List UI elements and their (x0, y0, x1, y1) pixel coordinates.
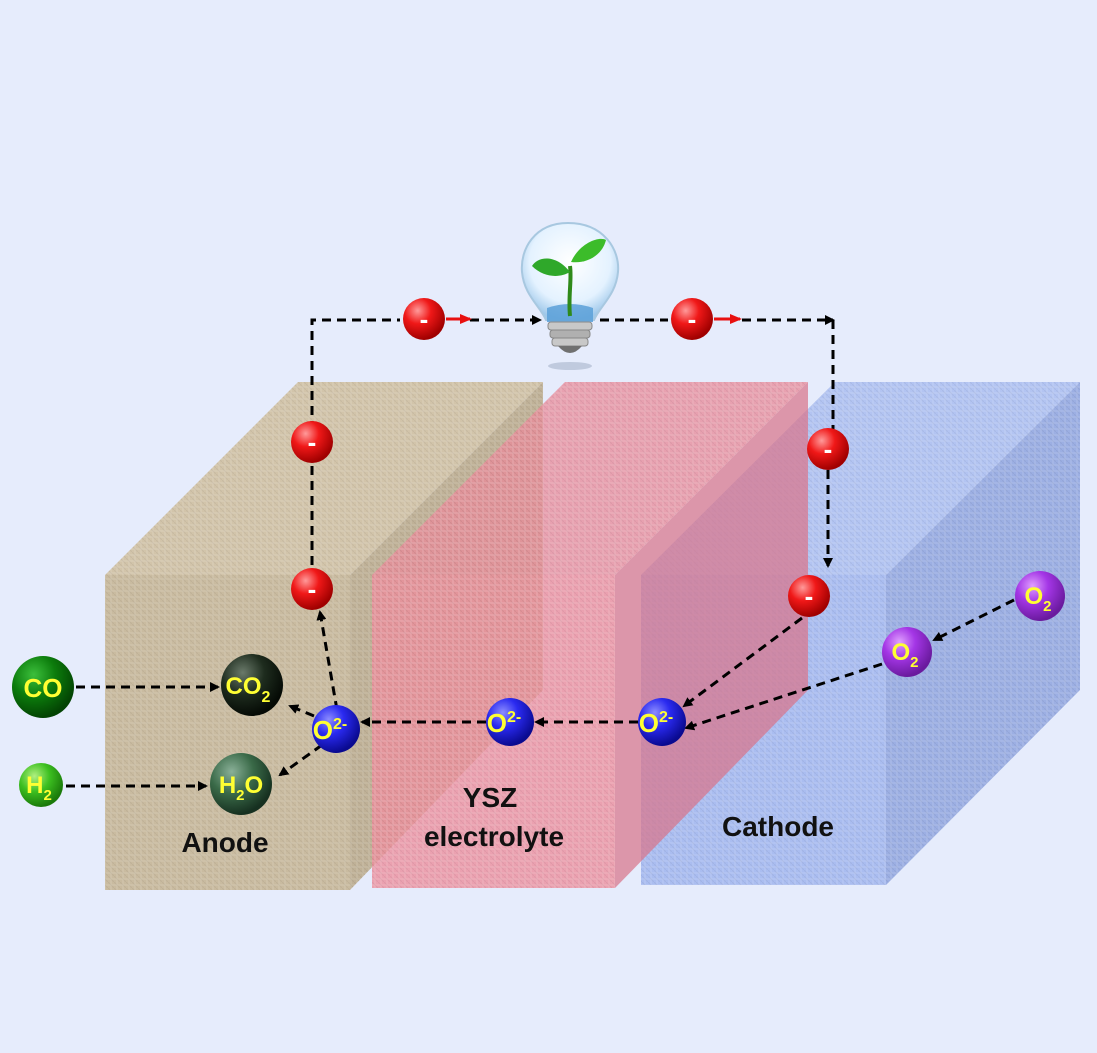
cathode-label: Cathode (722, 811, 834, 842)
oxide-ion-anode: O2- (312, 705, 360, 753)
electrolyte-label-line2: electrolyte (424, 821, 564, 852)
svg-text:H2O: H2O (219, 772, 263, 804)
oxide-ion-cathode: O2- (638, 698, 686, 746)
svg-text:O2-: O2- (313, 715, 347, 745)
electron-top-right: - (671, 298, 742, 340)
electrolyte-label-line1: YSZ (463, 782, 517, 813)
electron-top-left: - (403, 298, 472, 340)
svg-text:O2: O2 (1024, 583, 1051, 615)
svg-text:-: - (420, 304, 429, 334)
svg-text:-: - (308, 574, 317, 604)
svg-text:O2-: O2- (487, 708, 521, 738)
o2-molecule-inner: O2 (882, 627, 932, 677)
o2-molecule-outer: O2 (1015, 571, 1065, 621)
svg-text:-: - (308, 427, 317, 457)
svg-text:-: - (824, 434, 833, 464)
oxide-ion-electrolyte: O2- (486, 698, 534, 746)
svg-text:H2: H2 (26, 772, 52, 804)
external-circuit (310, 315, 835, 568)
svg-text:-: - (688, 304, 697, 334)
reaction-arrows (66, 598, 1015, 791)
svg-text:-: - (805, 581, 814, 611)
co2-molecule: CO2 (221, 654, 283, 716)
electron-cathode: - (788, 575, 830, 617)
svg-text:CO2: CO2 (226, 673, 271, 706)
electron-left-upper: - (291, 421, 333, 463)
co-molecule: CO (12, 656, 74, 718)
svg-text:CO: CO (24, 673, 63, 703)
electron-anode: - (291, 568, 333, 610)
h2-molecule: H2 (19, 763, 63, 807)
electron-right-upper: - (807, 428, 849, 470)
anode-label: Anode (181, 827, 268, 858)
svg-text:O2-: O2- (639, 708, 673, 738)
h2o-molecule: H2O (210, 753, 272, 815)
electrolyte-block (372, 382, 808, 888)
svg-text:O2: O2 (891, 639, 918, 671)
lightbulb-with-sprout-icon (520, 221, 620, 370)
